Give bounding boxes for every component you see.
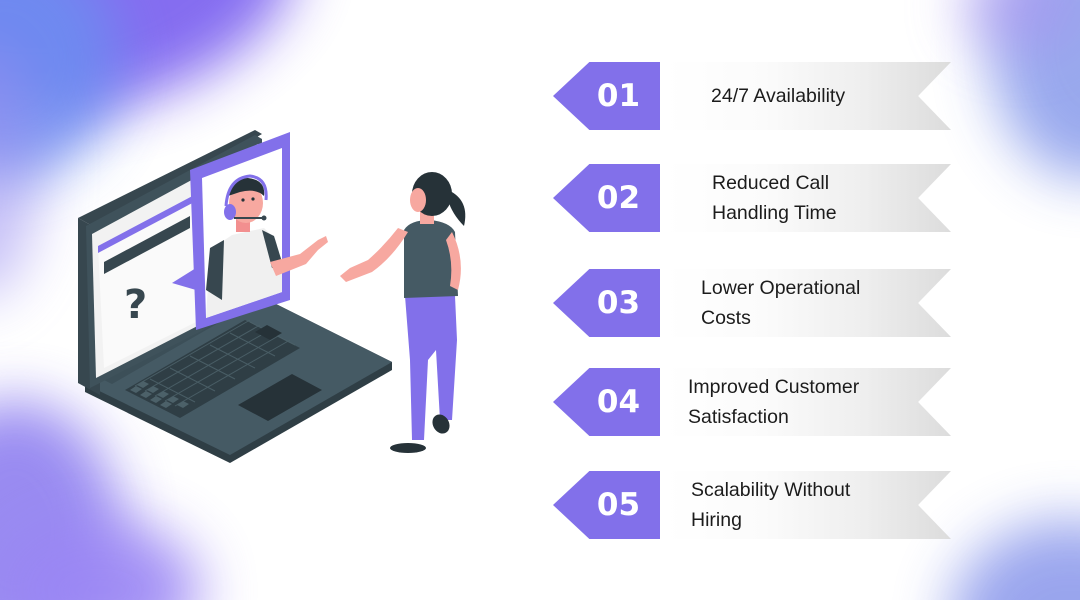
background-blob-left <box>0 40 40 300</box>
badge-number: 03 <box>596 285 641 321</box>
benefit-label: 24/7 Availability <box>711 85 846 107</box>
benefit-label: Improved Customer Satisfaction <box>688 376 860 428</box>
label-ribbon <box>665 471 951 539</box>
support-illustration: ? <box>60 110 500 490</box>
number-badge: 05 <box>553 471 660 539</box>
number-badge: 02 <box>553 164 660 232</box>
label-ribbon <box>665 62 951 130</box>
laptop-icon: ? <box>78 130 392 463</box>
badge-number: 04 <box>596 384 641 420</box>
benefit-label: Scalability Without Hiring <box>691 479 851 531</box>
keyboard-icon <box>125 319 300 418</box>
background-blob-bottom-right <box>950 520 1080 600</box>
video-call-bubble <box>172 132 328 330</box>
benefit-item-03: 03 Lower Operational Costs <box>553 269 953 337</box>
label-ribbon <box>665 368 951 436</box>
number-badge: 01 <box>553 62 660 130</box>
background-blob-top-right <box>990 0 1080 180</box>
label-ribbon <box>665 164 951 232</box>
benefit-label: Lower Operational Costs <box>701 277 861 329</box>
badge-number: 05 <box>596 487 641 523</box>
background-blob-top-right-violet <box>960 0 1080 50</box>
benefit-item-01: 01 24/7 Availability <box>553 62 953 130</box>
benefit-label: Reduced Call Handling Time <box>712 172 837 224</box>
benefit-item-04: 04 Improved Customer Satisfaction <box>553 368 953 436</box>
trackpad <box>238 374 322 421</box>
number-badge: 04 <box>553 368 660 436</box>
background-blob-bottom-left-lower <box>0 520 200 600</box>
customer-woman-icon <box>340 172 466 453</box>
badge-number: 01 <box>596 78 641 114</box>
number-badge: 03 <box>553 269 660 337</box>
support-agent-icon <box>206 174 328 318</box>
badge-number: 02 <box>596 180 641 216</box>
label-ribbon <box>665 269 951 337</box>
benefit-item-05: 05 Scalability Without Hiring <box>553 471 953 539</box>
benefit-item-02: 02 Reduced Call Handling Time <box>553 164 953 232</box>
question-mark-icon: ? <box>124 282 147 328</box>
